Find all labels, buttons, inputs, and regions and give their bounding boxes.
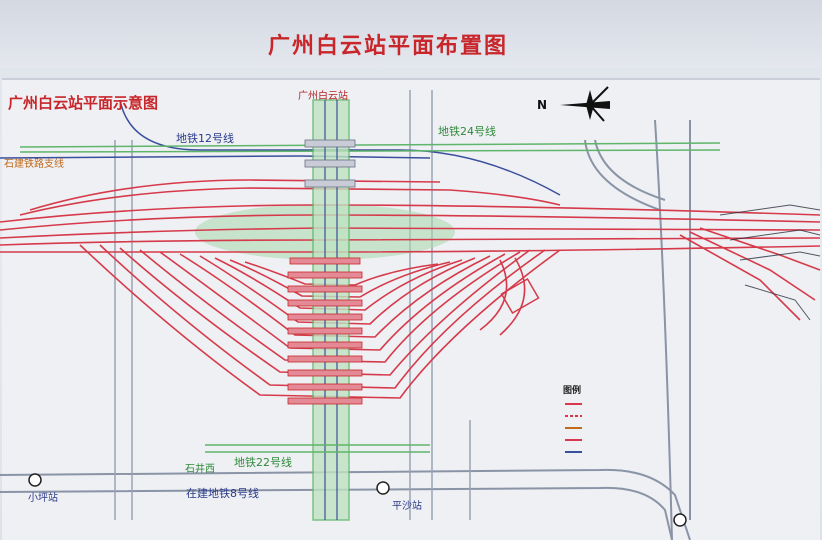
platform xyxy=(287,383,363,391)
legend-title: 图例 xyxy=(563,386,582,396)
rail-east xyxy=(699,227,821,271)
road-south xyxy=(0,468,691,540)
metro-12-track xyxy=(119,99,561,196)
legend xyxy=(565,403,582,453)
metro-24-track-2 xyxy=(19,149,721,153)
metro-24-track xyxy=(19,142,721,148)
title-bar: 广州白云站平面布置图 xyxy=(0,0,822,68)
platform xyxy=(287,271,363,279)
map-panel xyxy=(2,78,820,540)
metro-24-line xyxy=(19,142,721,153)
road-east xyxy=(654,119,673,540)
yard-line xyxy=(739,251,821,261)
metro-station-icon xyxy=(673,513,687,527)
rail-spur xyxy=(479,259,508,331)
metro-stations xyxy=(28,473,687,527)
rail-upper xyxy=(29,179,441,211)
road-northeast xyxy=(584,139,661,211)
road-northeast-2 xyxy=(594,139,666,201)
rail-branch-label: 石建铁路支线 xyxy=(4,159,64,170)
metro-12-track-2 xyxy=(0,155,431,159)
metro-station-icon xyxy=(376,481,390,495)
rail-loop xyxy=(119,247,531,376)
metro-24-label: 地铁24号线 xyxy=(438,125,496,138)
rail-loop xyxy=(214,257,463,311)
station-building xyxy=(312,99,350,521)
rail-upper xyxy=(19,187,561,216)
road-network xyxy=(0,119,692,540)
platform xyxy=(287,313,363,321)
metro-8-label: 在建地铁8号线 xyxy=(186,487,259,500)
platform xyxy=(289,257,361,265)
upper-platforms xyxy=(304,139,356,188)
platforms xyxy=(287,257,363,405)
page-title: 广州白云站平面布置图 xyxy=(268,34,509,59)
platform xyxy=(287,285,363,293)
depot-building xyxy=(500,277,540,315)
road-south-2 xyxy=(0,486,673,540)
compass-north-label: N xyxy=(537,98,548,112)
metro-22-line xyxy=(205,444,430,453)
yard-line xyxy=(729,229,821,241)
metro-22-label: 地铁22号线 xyxy=(234,456,292,469)
pingsha-station-label: 平沙站 xyxy=(392,501,422,512)
rail-east xyxy=(679,234,801,321)
platform xyxy=(287,341,363,349)
platform xyxy=(304,159,356,168)
rail-loop xyxy=(199,255,476,325)
metro-12-label: 地铁12号线 xyxy=(176,132,234,145)
rail-loop xyxy=(79,244,561,399)
platform xyxy=(304,139,356,148)
rail-east xyxy=(689,231,816,301)
platform xyxy=(287,369,363,377)
platform xyxy=(287,299,363,307)
metro-station-icon xyxy=(28,473,42,487)
map-subtitle: 广州白云站平面示意图 xyxy=(8,94,159,112)
platform xyxy=(287,327,363,335)
yard-line xyxy=(744,284,811,321)
shijing-label: 石井西 xyxy=(185,464,215,475)
east-yard xyxy=(719,204,821,321)
platform xyxy=(287,355,363,363)
rail-loop xyxy=(244,261,439,286)
metro-12-line xyxy=(0,99,561,196)
xiaoping-station-label: 小坪站 xyxy=(28,493,58,504)
rail-spur xyxy=(499,257,526,336)
yard-line xyxy=(719,204,821,216)
station-axis xyxy=(312,99,350,521)
compass-icon xyxy=(560,86,610,122)
station-label: 广州白云站 xyxy=(298,91,348,102)
platform xyxy=(304,179,356,188)
platform xyxy=(287,397,363,405)
rail-loop xyxy=(229,259,451,298)
